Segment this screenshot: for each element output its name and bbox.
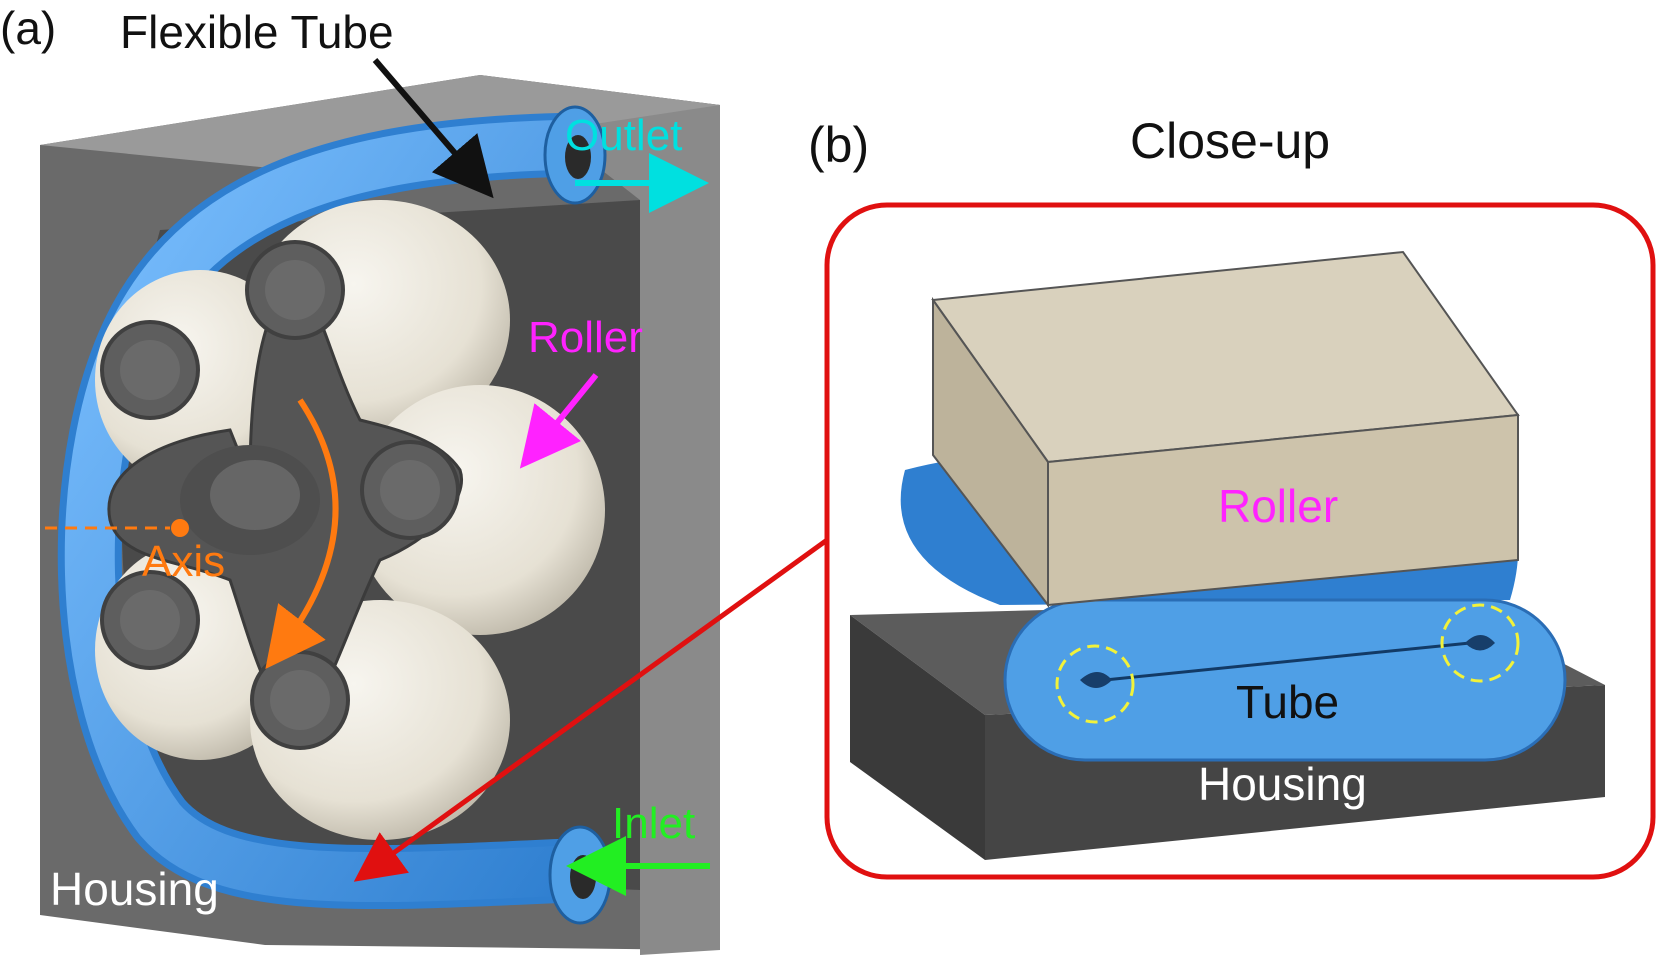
tube-label-b: Tube — [1236, 676, 1339, 728]
roller-label-a: Roller — [528, 313, 643, 362]
panel-b: (b) Close-up Roller Tube Housing — [808, 113, 1656, 880]
panel-b-letter: (b) — [808, 117, 869, 173]
housing-label-b: Housing — [1198, 758, 1367, 810]
panel-a: (a) Flexible Tube Outlet Roller Axis Inl… — [0, 2, 720, 955]
gap-circle-right — [1440, 603, 1520, 683]
roller-arrow — [519, 373, 599, 469]
panel-a-letter: (a) — [0, 2, 56, 54]
closeup-connector-arrow — [353, 537, 829, 882]
rotor-arms — [100, 240, 463, 750]
axis-marker — [45, 398, 339, 670]
flexible-tube-label: Flexible Tube — [120, 6, 394, 58]
closeup-title: Close-up — [1130, 113, 1330, 169]
inlet-label: Inlet — [612, 799, 695, 848]
gap-circle-left — [1055, 644, 1135, 724]
housing-label-a: Housing — [50, 863, 219, 915]
closeup-frame — [824, 202, 1656, 880]
closeup-roller-block — [931, 250, 1520, 608]
outlet-label: Outlet — [565, 111, 682, 160]
axis-label: Axis — [142, 537, 225, 586]
flexible-tube-arrow — [372, 58, 494, 199]
roller-label-b: Roller — [1218, 480, 1338, 532]
